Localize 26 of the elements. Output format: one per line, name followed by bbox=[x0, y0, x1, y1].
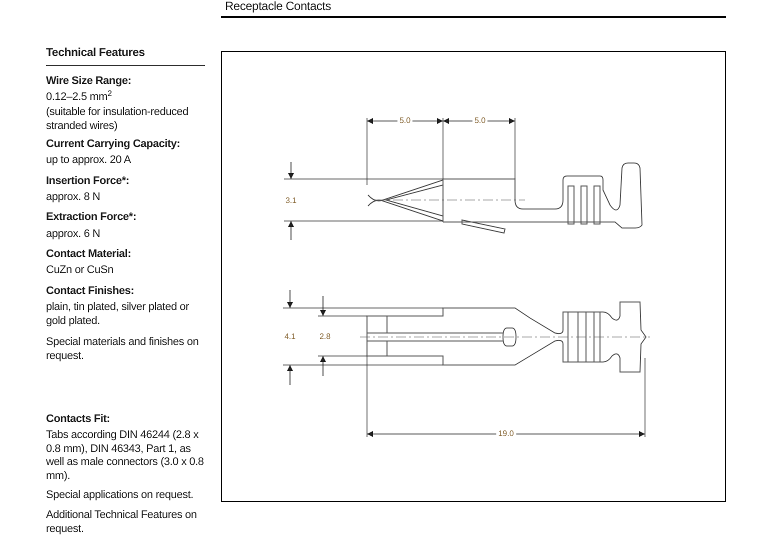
feature-value: CuZn or CuSn bbox=[46, 264, 114, 278]
feature-heading: Extraction Force*: bbox=[46, 211, 138, 224]
feature-value: up to approx. 20 A bbox=[46, 154, 132, 168]
dimension-value: 5.0 bbox=[472, 116, 488, 126]
dimension-value: 4.1 bbox=[282, 332, 298, 342]
feature-heading: Current Carrying Capacity: bbox=[46, 138, 182, 152]
note: Special materials and finishes on request. bbox=[46, 336, 200, 363]
feature-value: approx. 6 N bbox=[46, 228, 102, 242]
dimension-value: 3.1 bbox=[283, 196, 299, 206]
section-heading: Technical Features bbox=[46, 47, 146, 60]
dimension-value: 19.0 bbox=[496, 429, 516, 439]
note: Additional Technical Features on request. bbox=[46, 509, 198, 536]
feature-note: (suitable for insulation-reduced stranded wires) bbox=[46, 106, 190, 133]
feature-value: approx. 8 N bbox=[46, 191, 102, 204]
dimension-value: 5.0 bbox=[397, 116, 413, 126]
note: Special applications on request. bbox=[46, 489, 194, 502]
feature-value: plain, tin plated, silver plated or gold plated. bbox=[46, 301, 190, 328]
feature-heading: Wire Size Range: bbox=[46, 75, 132, 88]
feature-value: 0.12–2.5 mm$^{2}$ bbox=[46, 91, 113, 104]
page-heading: Receptacle Contacts bbox=[225, 0, 331, 14]
feature-heading: Insertion Force*: bbox=[46, 175, 130, 188]
feature-heading: Contact Material: bbox=[46, 248, 132, 262]
dimension-value: 2.8 bbox=[317, 332, 333, 342]
feature-heading: Contacts Fit: bbox=[46, 413, 111, 426]
feature-value: Tabs according DIN 46244 (2.8 x 0.8 mm), DIN 46343, Part 1, as well as male connectors (3.0 x 0.8 mm). bbox=[46, 429, 205, 483]
feature-heading: Contact Finishes: bbox=[46, 285, 136, 298]
